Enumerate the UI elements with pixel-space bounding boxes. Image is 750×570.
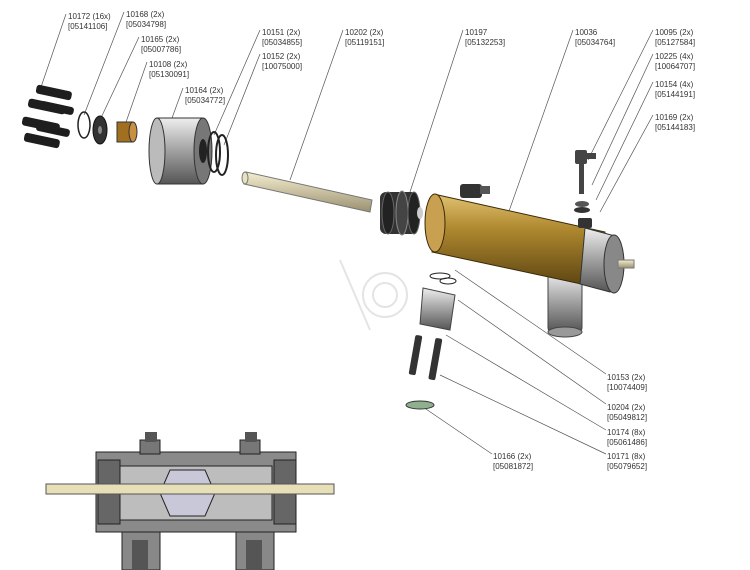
leader-lines <box>39 11 654 455</box>
part-label: 10171 (8x)[05079652] <box>607 452 648 471</box>
end-cap-10164 <box>148 117 213 185</box>
part-label: 10108 (2x)[05130091] <box>149 60 190 79</box>
o-ring-10152 <box>215 134 229 176</box>
snap-ring-10168 <box>77 111 91 139</box>
part-label: 10165 (2x)[05007786] <box>141 35 182 54</box>
part-label: 10168 (2x)[05034798] <box>126 10 167 29</box>
part-label: 10197[05132253] <box>465 28 506 47</box>
cross-section-view <box>45 432 335 570</box>
part-label: 10204 (2x)[05049812] <box>607 403 648 422</box>
part-label: 10036[05034764] <box>575 28 616 47</box>
part-label: 10095 (2x)[05127584] <box>655 28 696 47</box>
fitting-10095 <box>574 150 596 213</box>
part-label: 10164 (2x)[05034772] <box>185 86 226 105</box>
part-label: 10153 (2x)[10074409] <box>607 373 648 392</box>
cylinder-body-10036 <box>424 184 635 338</box>
part-label: 10225 (4x)[10064707] <box>655 52 696 71</box>
part-label: 10166 (2x)[05081872] <box>493 452 534 471</box>
part-label: 10174 (8x)[05061486] <box>607 428 648 447</box>
screws-10174 <box>408 335 443 381</box>
part-label: 10202 (2x)[05119151] <box>345 28 385 47</box>
seal-10166 <box>405 400 435 410</box>
part-label: 10152 (2x)[10075000] <box>262 52 303 71</box>
mount-block-10153 <box>419 272 457 331</box>
bolts-10172 <box>21 84 74 149</box>
watermark-logo <box>339 259 408 331</box>
part-label: 10169 (2x)[05144183] <box>655 113 696 132</box>
piston-10197 <box>380 190 423 236</box>
part-label: 10151 (2x)[05034855] <box>262 28 303 47</box>
part-label: 10154 (4x)[05144191] <box>655 80 696 99</box>
part-label: 10172 (16x)[05141106] <box>68 12 111 31</box>
o-ring-10151 <box>207 131 221 173</box>
piston-rod-10202 <box>243 171 373 213</box>
